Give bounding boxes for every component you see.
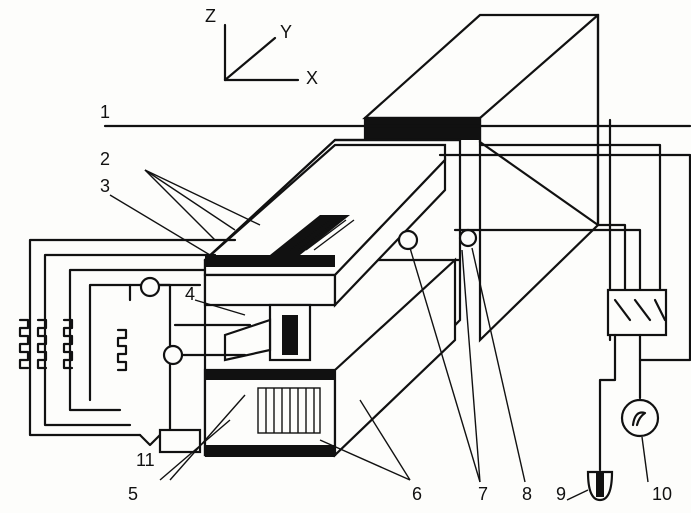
label-1: 1 xyxy=(100,102,110,122)
leader-lines xyxy=(109,169,649,501)
ammeter-icon xyxy=(139,276,161,298)
wiring-right xyxy=(438,118,691,472)
label-11: 11 xyxy=(136,450,155,470)
label-10: 10 xyxy=(652,484,672,504)
upper-magnet-block xyxy=(203,143,447,308)
junction-11 xyxy=(138,428,202,454)
winding-group xyxy=(18,318,128,372)
wiring-left xyxy=(28,238,252,442)
label-3: 3 xyxy=(100,176,110,196)
label-5: 5 xyxy=(128,484,138,504)
label-9: 9 xyxy=(556,484,566,504)
generator-symbol xyxy=(631,411,647,427)
label-7: 7 xyxy=(478,484,488,504)
label-6: 6 xyxy=(412,484,422,504)
probe-9 xyxy=(586,470,614,502)
voltmeter-icon xyxy=(162,344,184,366)
label-8: 8 xyxy=(522,484,532,504)
label-4: 4 xyxy=(185,284,195,304)
sensor-7 xyxy=(397,229,419,251)
middle-spacer xyxy=(223,303,312,362)
coil-lower xyxy=(257,387,321,434)
axis-x-label: X xyxy=(306,68,318,88)
axis-triad: Z Y X xyxy=(205,6,318,88)
lower-magnet-block xyxy=(203,257,457,458)
sensor-8 xyxy=(458,228,478,248)
coil-upper xyxy=(289,219,355,251)
axis-z-label: Z xyxy=(205,6,216,26)
axis-y-label: Y xyxy=(280,22,292,42)
label-2: 2 xyxy=(100,149,110,169)
